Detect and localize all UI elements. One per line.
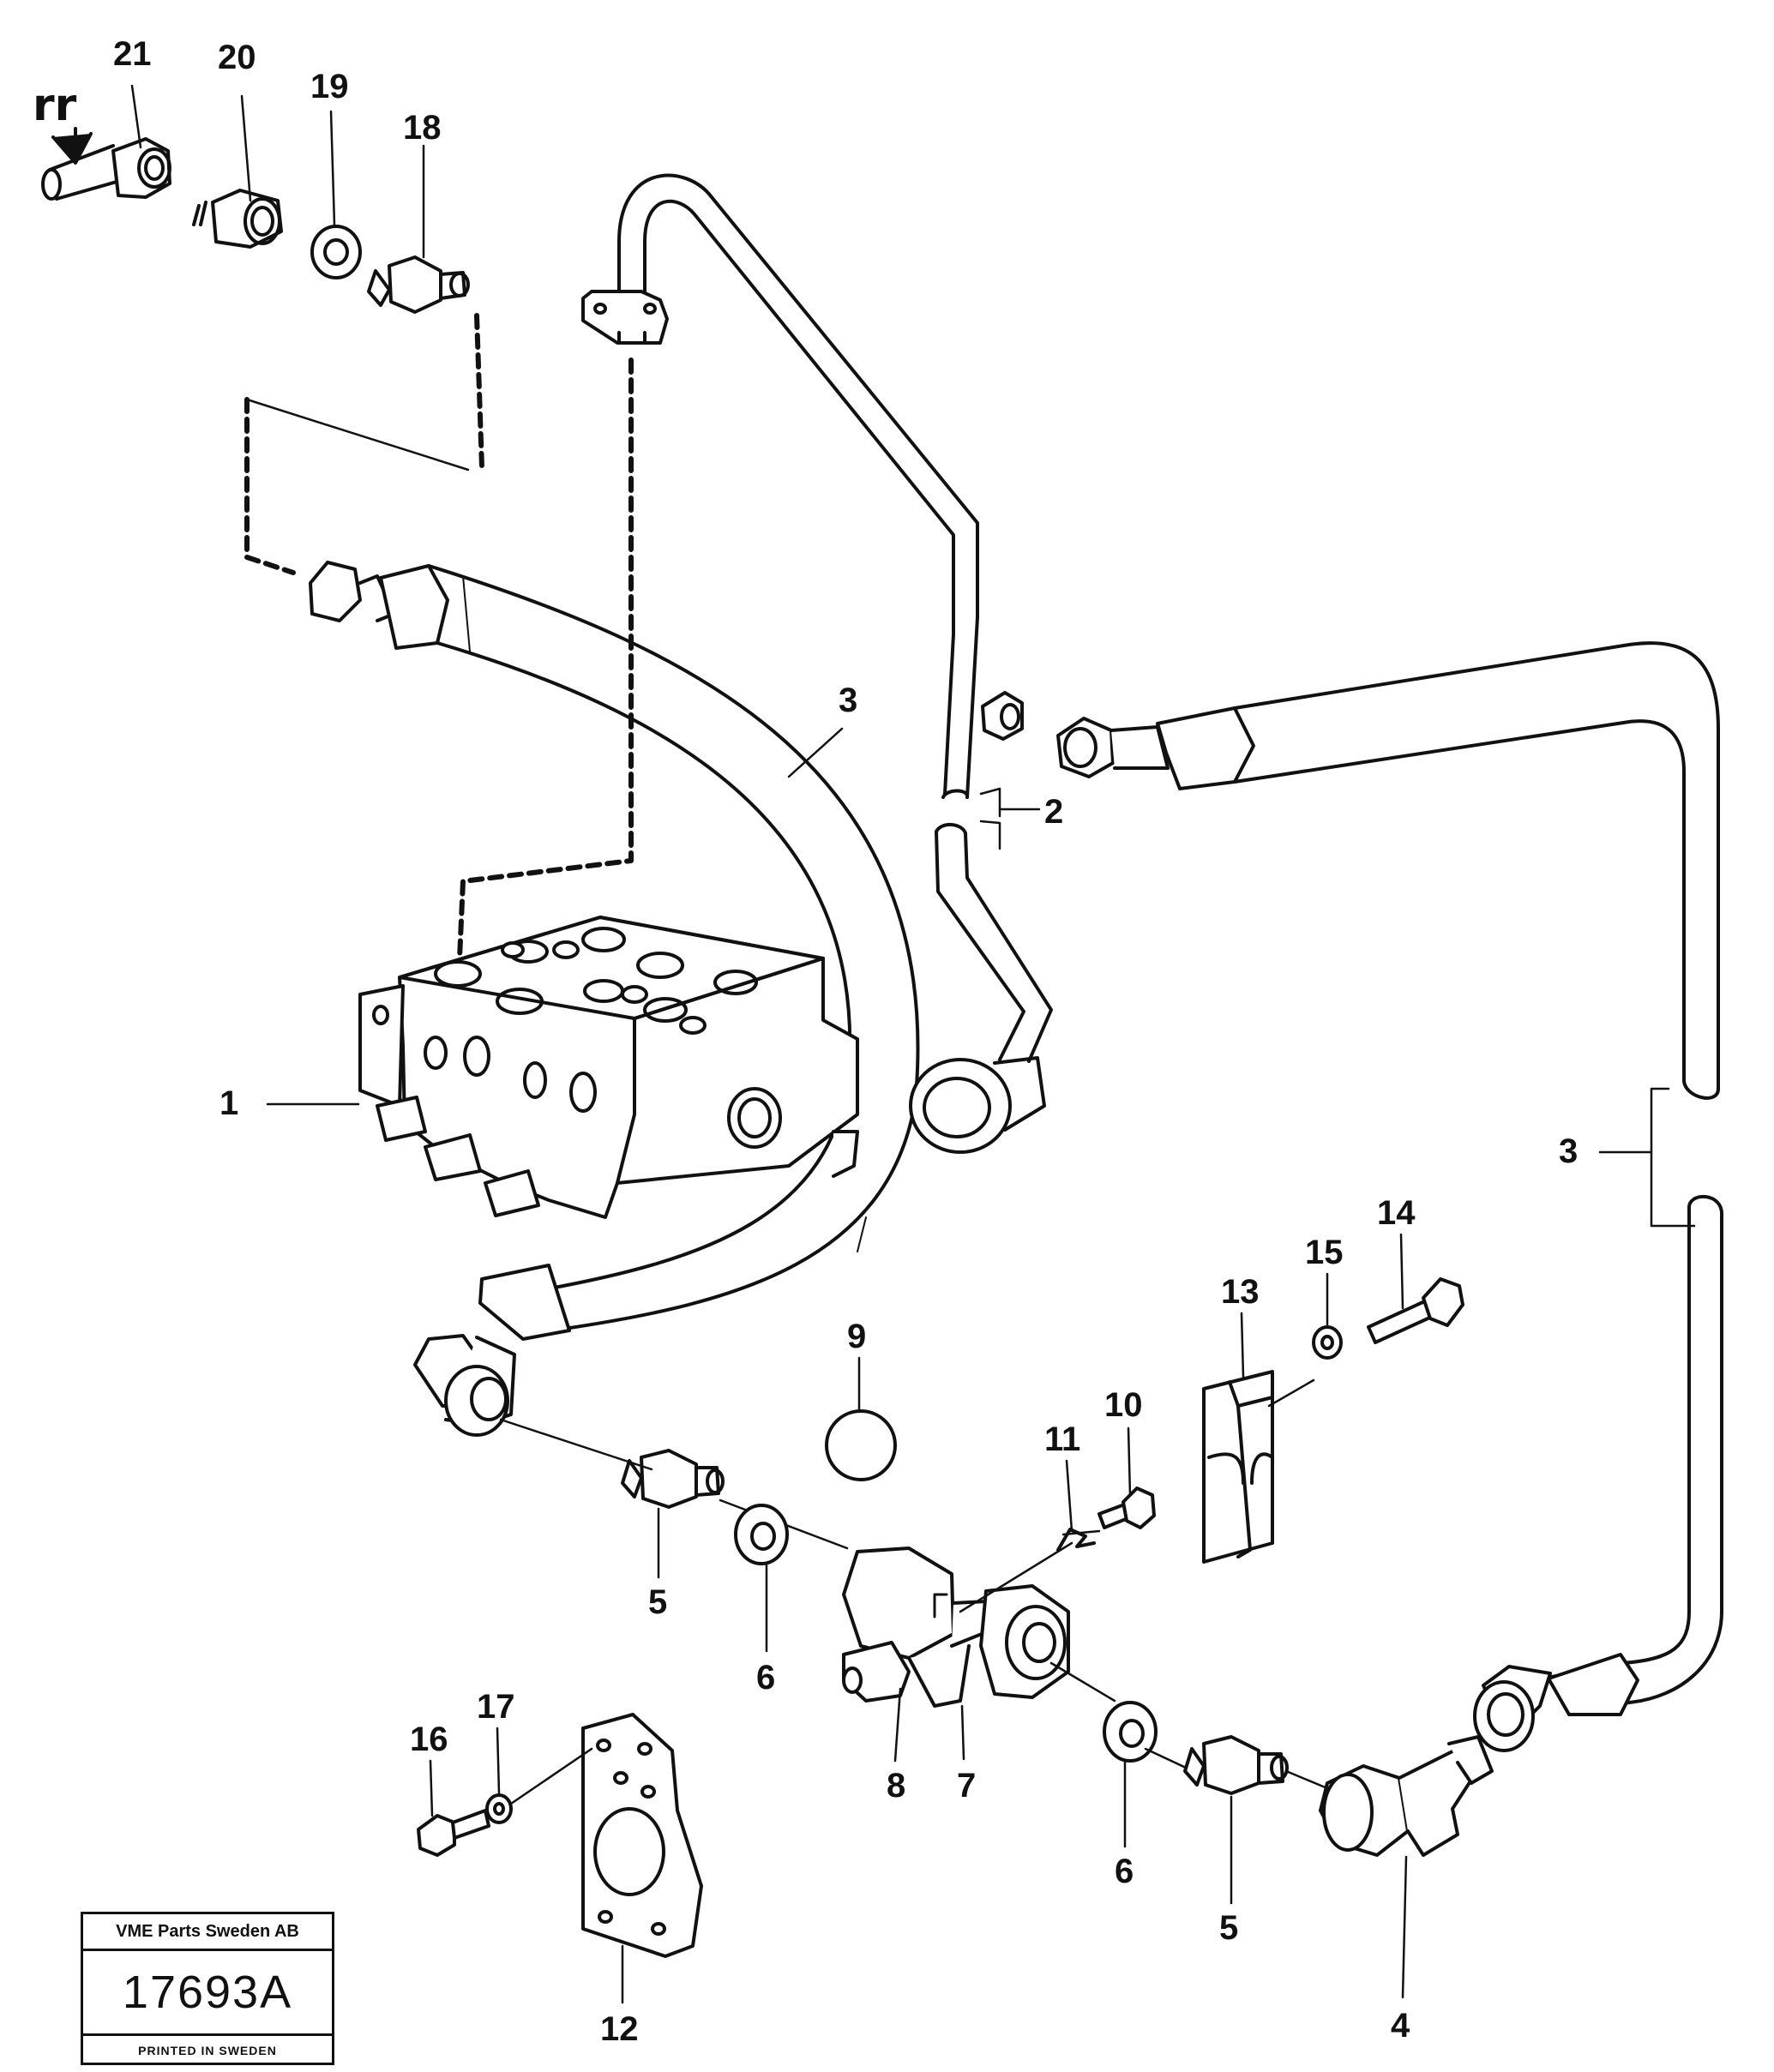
clip-11 <box>1056 1528 1101 1552</box>
leader-3-right <box>1598 1087 1696 1228</box>
label-21: 21 <box>113 35 152 73</box>
label-19: 19 <box>310 68 349 105</box>
label-15: 15 <box>1305 1234 1344 1271</box>
label-17: 17 <box>477 1688 515 1726</box>
thin-route-top <box>245 398 470 471</box>
leader-20 <box>240 94 252 202</box>
fitting-2-end <box>981 691 1024 741</box>
hose-3-right <box>1056 641 1724 1752</box>
label-3-left: 3 <box>839 682 857 719</box>
bracket-13 <box>1202 1370 1274 1564</box>
leader-19 <box>329 110 336 226</box>
leader-7 <box>960 1704 965 1761</box>
label-10: 10 <box>1104 1386 1143 1424</box>
bolt-16 <box>417 1809 490 1857</box>
leader-11 <box>959 1459 1073 1613</box>
adapter-20 <box>192 189 283 249</box>
corner-arrow-icon <box>51 127 93 165</box>
leader-connect-5-4 <box>1284 1769 1329 1790</box>
bolt-14 <box>1367 1277 1464 1344</box>
leader-21 <box>130 84 142 149</box>
leader-4 <box>1401 1855 1408 1999</box>
nipple-5-left <box>621 1449 725 1509</box>
plate-12 <box>581 1713 703 1958</box>
washer-15 <box>1312 1325 1343 1360</box>
dashed-route-top <box>244 313 484 575</box>
leader-10 <box>1127 1426 1132 1497</box>
pipe-2 <box>581 173 1053 1154</box>
label-20: 20 <box>218 39 256 76</box>
cap-9 <box>825 1409 897 1481</box>
label-11: 11 <box>1044 1420 1080 1458</box>
hose-3-left <box>309 561 920 1437</box>
label-9: 9 <box>847 1318 866 1355</box>
washer-17 <box>485 1793 513 1824</box>
leader-8 <box>893 1687 902 1763</box>
label-4: 4 <box>1391 2007 1410 2045</box>
label-5-left: 5 <box>648 1583 667 1621</box>
leader-16 <box>429 1759 434 1817</box>
leader-13 <box>1240 1312 1315 1408</box>
washer-6-left <box>734 1504 789 1565</box>
label-2: 2 <box>1044 793 1063 831</box>
pipe-stub-left <box>41 144 118 201</box>
nut-21 <box>111 137 171 199</box>
tee-body-7 <box>842 1546 1070 1708</box>
label-6-left: 6 <box>756 1659 775 1697</box>
label-13: 13 <box>1221 1273 1260 1311</box>
label-3-right: 3 <box>1559 1132 1578 1170</box>
label-5-right: 5 <box>1219 1909 1238 1947</box>
title-stamp: VME Parts Sweden AB 17693A PRINTED IN SW… <box>81 1912 334 2065</box>
dashed-route-valve <box>457 357 634 961</box>
stamp-company: VME Parts Sweden AB <box>83 1914 332 1951</box>
corner-mark: rr <box>33 80 77 131</box>
label-16: 16 <box>410 1721 448 1758</box>
nipple-18 <box>367 255 470 314</box>
stamp-number: 17693A <box>83 1951 332 2036</box>
label-18: 18 <box>403 109 442 147</box>
label-1: 1 <box>219 1084 238 1122</box>
label-6-right: 6 <box>1115 1853 1134 1890</box>
leader-14 <box>1399 1233 1404 1310</box>
leader-3-left <box>787 727 844 778</box>
leader-17 <box>496 1727 593 1805</box>
control-valve-1 <box>358 916 859 1219</box>
nipple-5-right <box>1183 1735 1289 1795</box>
label-14: 14 <box>1377 1194 1416 1232</box>
washer-19 <box>310 225 362 279</box>
elbow-4 <box>1319 1735 1494 1857</box>
label-8: 8 <box>887 1767 905 1805</box>
washer-6-right <box>1103 1701 1158 1763</box>
label-12: 12 <box>600 2010 639 2048</box>
label-7: 7 <box>957 1767 976 1805</box>
screw-10 <box>1097 1486 1156 1529</box>
stamp-printed: PRINTED IN SWEDEN <box>138 2044 277 2057</box>
